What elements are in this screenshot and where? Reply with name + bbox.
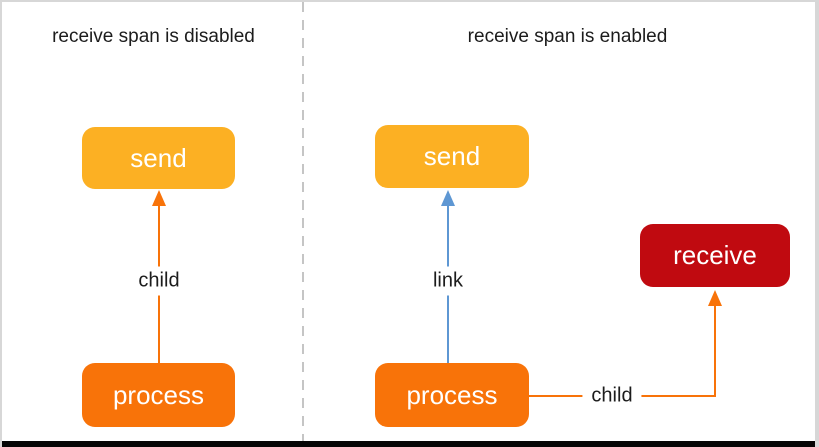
edge-label-child-left: child xyxy=(129,266,189,296)
send-node-left-label: send xyxy=(130,142,187,173)
bottom-bar xyxy=(2,441,815,447)
process-node-left: process xyxy=(82,363,235,427)
send-node-right: send xyxy=(375,125,529,188)
send-node-left: send xyxy=(82,127,235,189)
arrow-up-head-child-right xyxy=(708,290,722,306)
receive-node-label: receive xyxy=(673,240,757,270)
left-panel-title: receive span is disabled xyxy=(52,26,255,47)
process-node-right: process xyxy=(375,363,529,427)
panel-divider xyxy=(302,2,304,441)
edge-label-child-right: child xyxy=(582,381,642,411)
right-panel-title: receive span is enabled xyxy=(467,26,668,47)
arrow-up-head-link xyxy=(441,190,455,206)
send-node-right-label: send xyxy=(423,141,481,171)
process-node-left-label: process xyxy=(112,379,205,410)
receive-node: receive xyxy=(640,224,790,287)
child-edge-vline-right xyxy=(714,304,716,397)
arrow-up-head-child-left xyxy=(152,190,166,206)
process-node-right-label: process xyxy=(406,379,498,410)
edge-label-link: link xyxy=(423,266,473,296)
